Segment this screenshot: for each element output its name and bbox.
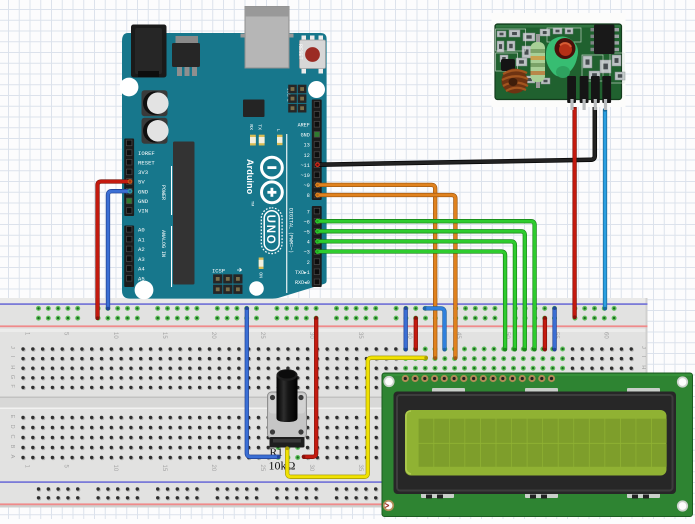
svg-text:~11: ~11 [301, 163, 310, 169]
svg-text:TM: TM [251, 201, 255, 206]
svg-text:AREF: AREF [298, 123, 310, 129]
svg-text:30: 30 [308, 332, 314, 339]
svg-text:~3: ~3 [304, 250, 310, 256]
svg-text:RESET: RESET [138, 159, 155, 166]
svg-text:ANALOG IN: ANALOG IN [160, 230, 166, 257]
svg-text:Arduino: Arduino [245, 159, 255, 195]
svg-text:35: 35 [357, 332, 363, 339]
svg-text:J: J [9, 346, 15, 349]
svg-text:5: 5 [63, 332, 69, 336]
svg-text:40: 40 [406, 332, 412, 339]
svg-text:POWER: POWER [160, 185, 166, 200]
svg-text:1: 1 [24, 332, 30, 336]
svg-text:GND: GND [301, 133, 310, 139]
svg-text:H: H [9, 365, 15, 369]
svg-text:15: 15 [161, 465, 167, 472]
svg-text:25: 25 [259, 332, 265, 339]
svg-text:A5: A5 [138, 276, 145, 283]
svg-text:15: 15 [161, 332, 167, 339]
svg-text:RESET: RESET [297, 44, 303, 60]
svg-text:7: 7 [307, 209, 310, 215]
svg-text:10kΩ: 10kΩ [269, 459, 296, 473]
svg-text:E: E [9, 415, 15, 419]
svg-text:A: A [9, 455, 15, 459]
svg-text:25: 25 [259, 465, 265, 472]
svg-text:5V: 5V [138, 179, 145, 186]
svg-text:1: 1 [24, 465, 30, 469]
svg-text:ICSP: ICSP [212, 269, 225, 275]
svg-text:30: 30 [308, 465, 314, 472]
svg-text:GND: GND [138, 188, 149, 195]
svg-text:8: 8 [307, 193, 310, 199]
svg-text:60: 60 [602, 332, 608, 339]
svg-text:RX: RX [248, 124, 254, 130]
svg-text:ON: ON [257, 272, 263, 278]
svg-text:A3: A3 [138, 256, 145, 263]
svg-text:D: D [9, 425, 15, 429]
svg-text:VIN: VIN [138, 208, 148, 215]
svg-text:~10: ~10 [301, 173, 310, 179]
svg-text:A0: A0 [138, 227, 145, 234]
svg-text:20: 20 [210, 465, 216, 472]
svg-text:J: J [640, 346, 646, 349]
svg-text:~5: ~5 [304, 230, 310, 236]
svg-text:TX: TX [257, 124, 263, 130]
svg-text:I: I [640, 356, 646, 358]
svg-text:2: 2 [307, 260, 310, 266]
svg-text:10: 10 [112, 332, 118, 339]
svg-text:35: 35 [357, 465, 363, 472]
svg-text:RXD◂0: RXD◂0 [295, 280, 310, 286]
svg-text:3V3: 3V3 [138, 169, 148, 176]
svg-text:GND: GND [138, 198, 149, 205]
svg-text:IOREF: IOREF [138, 150, 155, 157]
svg-text:12: 12 [304, 153, 310, 159]
svg-text:UNO: UNO [264, 215, 276, 246]
svg-text:20: 20 [210, 332, 216, 339]
svg-text:A1: A1 [138, 236, 145, 243]
svg-text:13: 13 [304, 143, 310, 149]
svg-text:~9: ~9 [304, 183, 310, 189]
svg-text:B: B [9, 445, 15, 449]
svg-text:~6: ~6 [304, 219, 310, 225]
svg-text:4: 4 [307, 240, 310, 246]
svg-text:45: 45 [455, 332, 461, 339]
svg-text:DIGITAL (PWM=~): DIGITAL (PWM=~) [288, 208, 294, 253]
svg-text:10: 10 [112, 465, 118, 472]
svg-text:TXD▸1: TXD▸1 [295, 270, 310, 276]
svg-text:L: L [275, 129, 281, 132]
svg-text:G: G [9, 375, 15, 380]
svg-text:5: 5 [63, 465, 69, 469]
svg-text:I: I [9, 356, 15, 358]
svg-text:H: H [640, 365, 646, 369]
svg-text:A2: A2 [138, 246, 145, 253]
svg-text:C: C [9, 435, 15, 439]
svg-text:A4: A4 [138, 266, 145, 273]
svg-text:F: F [9, 384, 15, 388]
